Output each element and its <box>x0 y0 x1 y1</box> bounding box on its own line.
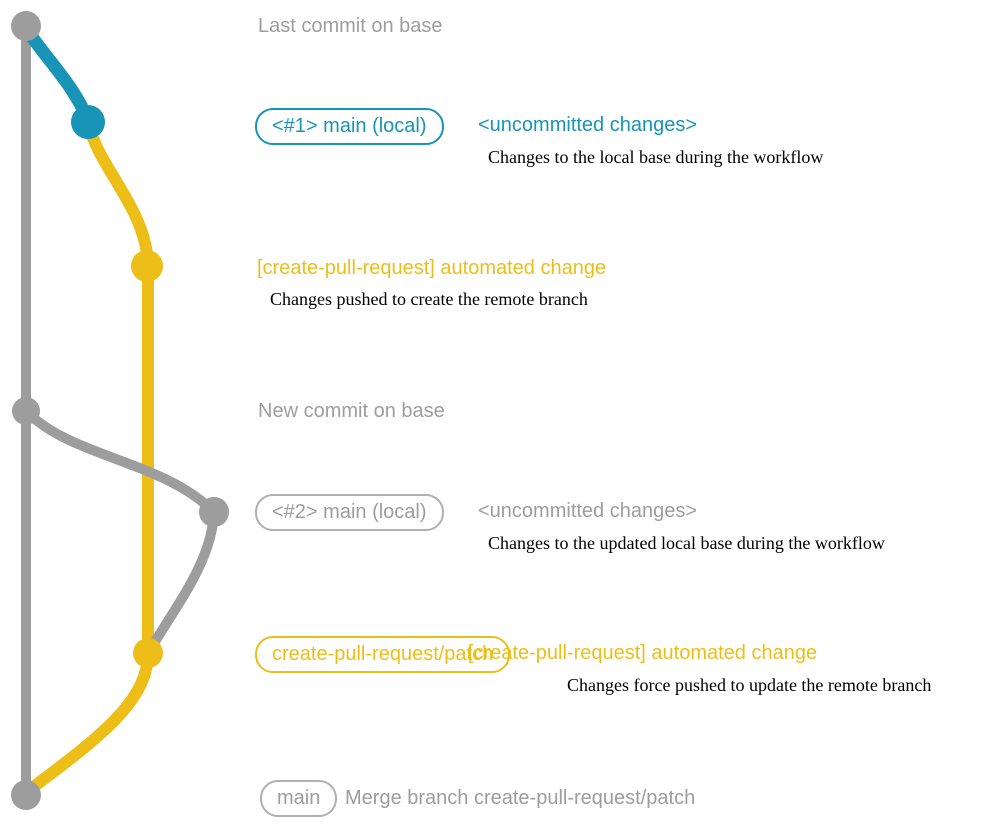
branch-badge-main: main <box>260 780 338 817</box>
updated-local-branch-line <box>21 406 220 655</box>
commit-desc-uncommitted-changes-1: Changes to the local base during the wor… <box>488 147 824 167</box>
commit-desc-automated-change-1: Changes pushed to create the remote bran… <box>270 289 588 309</box>
commit-desc-automated-change-2: Changes force pushed to update the remot… <box>567 675 932 695</box>
commit-node-merge-commit <box>11 780 41 810</box>
commit-title-automated-change-1: [create-pull-request] automated change <box>257 257 607 279</box>
commit-title-uncommitted-changes-1: <uncommitted changes> <box>478 114 698 136</box>
branch-graph <box>11 11 229 810</box>
label-new-commit-on-base: New commit on base <box>258 400 445 422</box>
label-last-commit-on-base: Last commit on base <box>258 15 443 37</box>
create-pull-request-branch-line <box>22 116 155 797</box>
commit-node-local-main-1 <box>71 105 105 139</box>
commit-node-new-commit-on-base <box>12 397 40 425</box>
commit-node-last-commit-on-base <box>11 11 41 41</box>
local-changes-branch-line <box>19 21 95 127</box>
branch-badge-main-local-1: <#1> main (local) <box>255 108 444 145</box>
commit-title-merge-branch: Merge branch create-pull-request/patch <box>345 787 696 809</box>
branch-badge-main-local-2: <#2> main (local) <box>255 494 444 531</box>
commit-node-local-main-2 <box>199 497 229 527</box>
commit-desc-uncommitted-changes-2: Changes to the updated local base during… <box>488 533 885 553</box>
branch-badge-create-pull-request-patch: create-pull-request/patch <box>255 636 511 673</box>
commit-node-automated-change-2 <box>133 638 163 668</box>
commit-title-automated-change-2: [create-pull-request] automated change <box>468 642 818 664</box>
commit-title-uncommitted-changes-2: <uncommitted changes> <box>478 500 698 522</box>
commit-node-automated-change-1 <box>131 250 163 282</box>
